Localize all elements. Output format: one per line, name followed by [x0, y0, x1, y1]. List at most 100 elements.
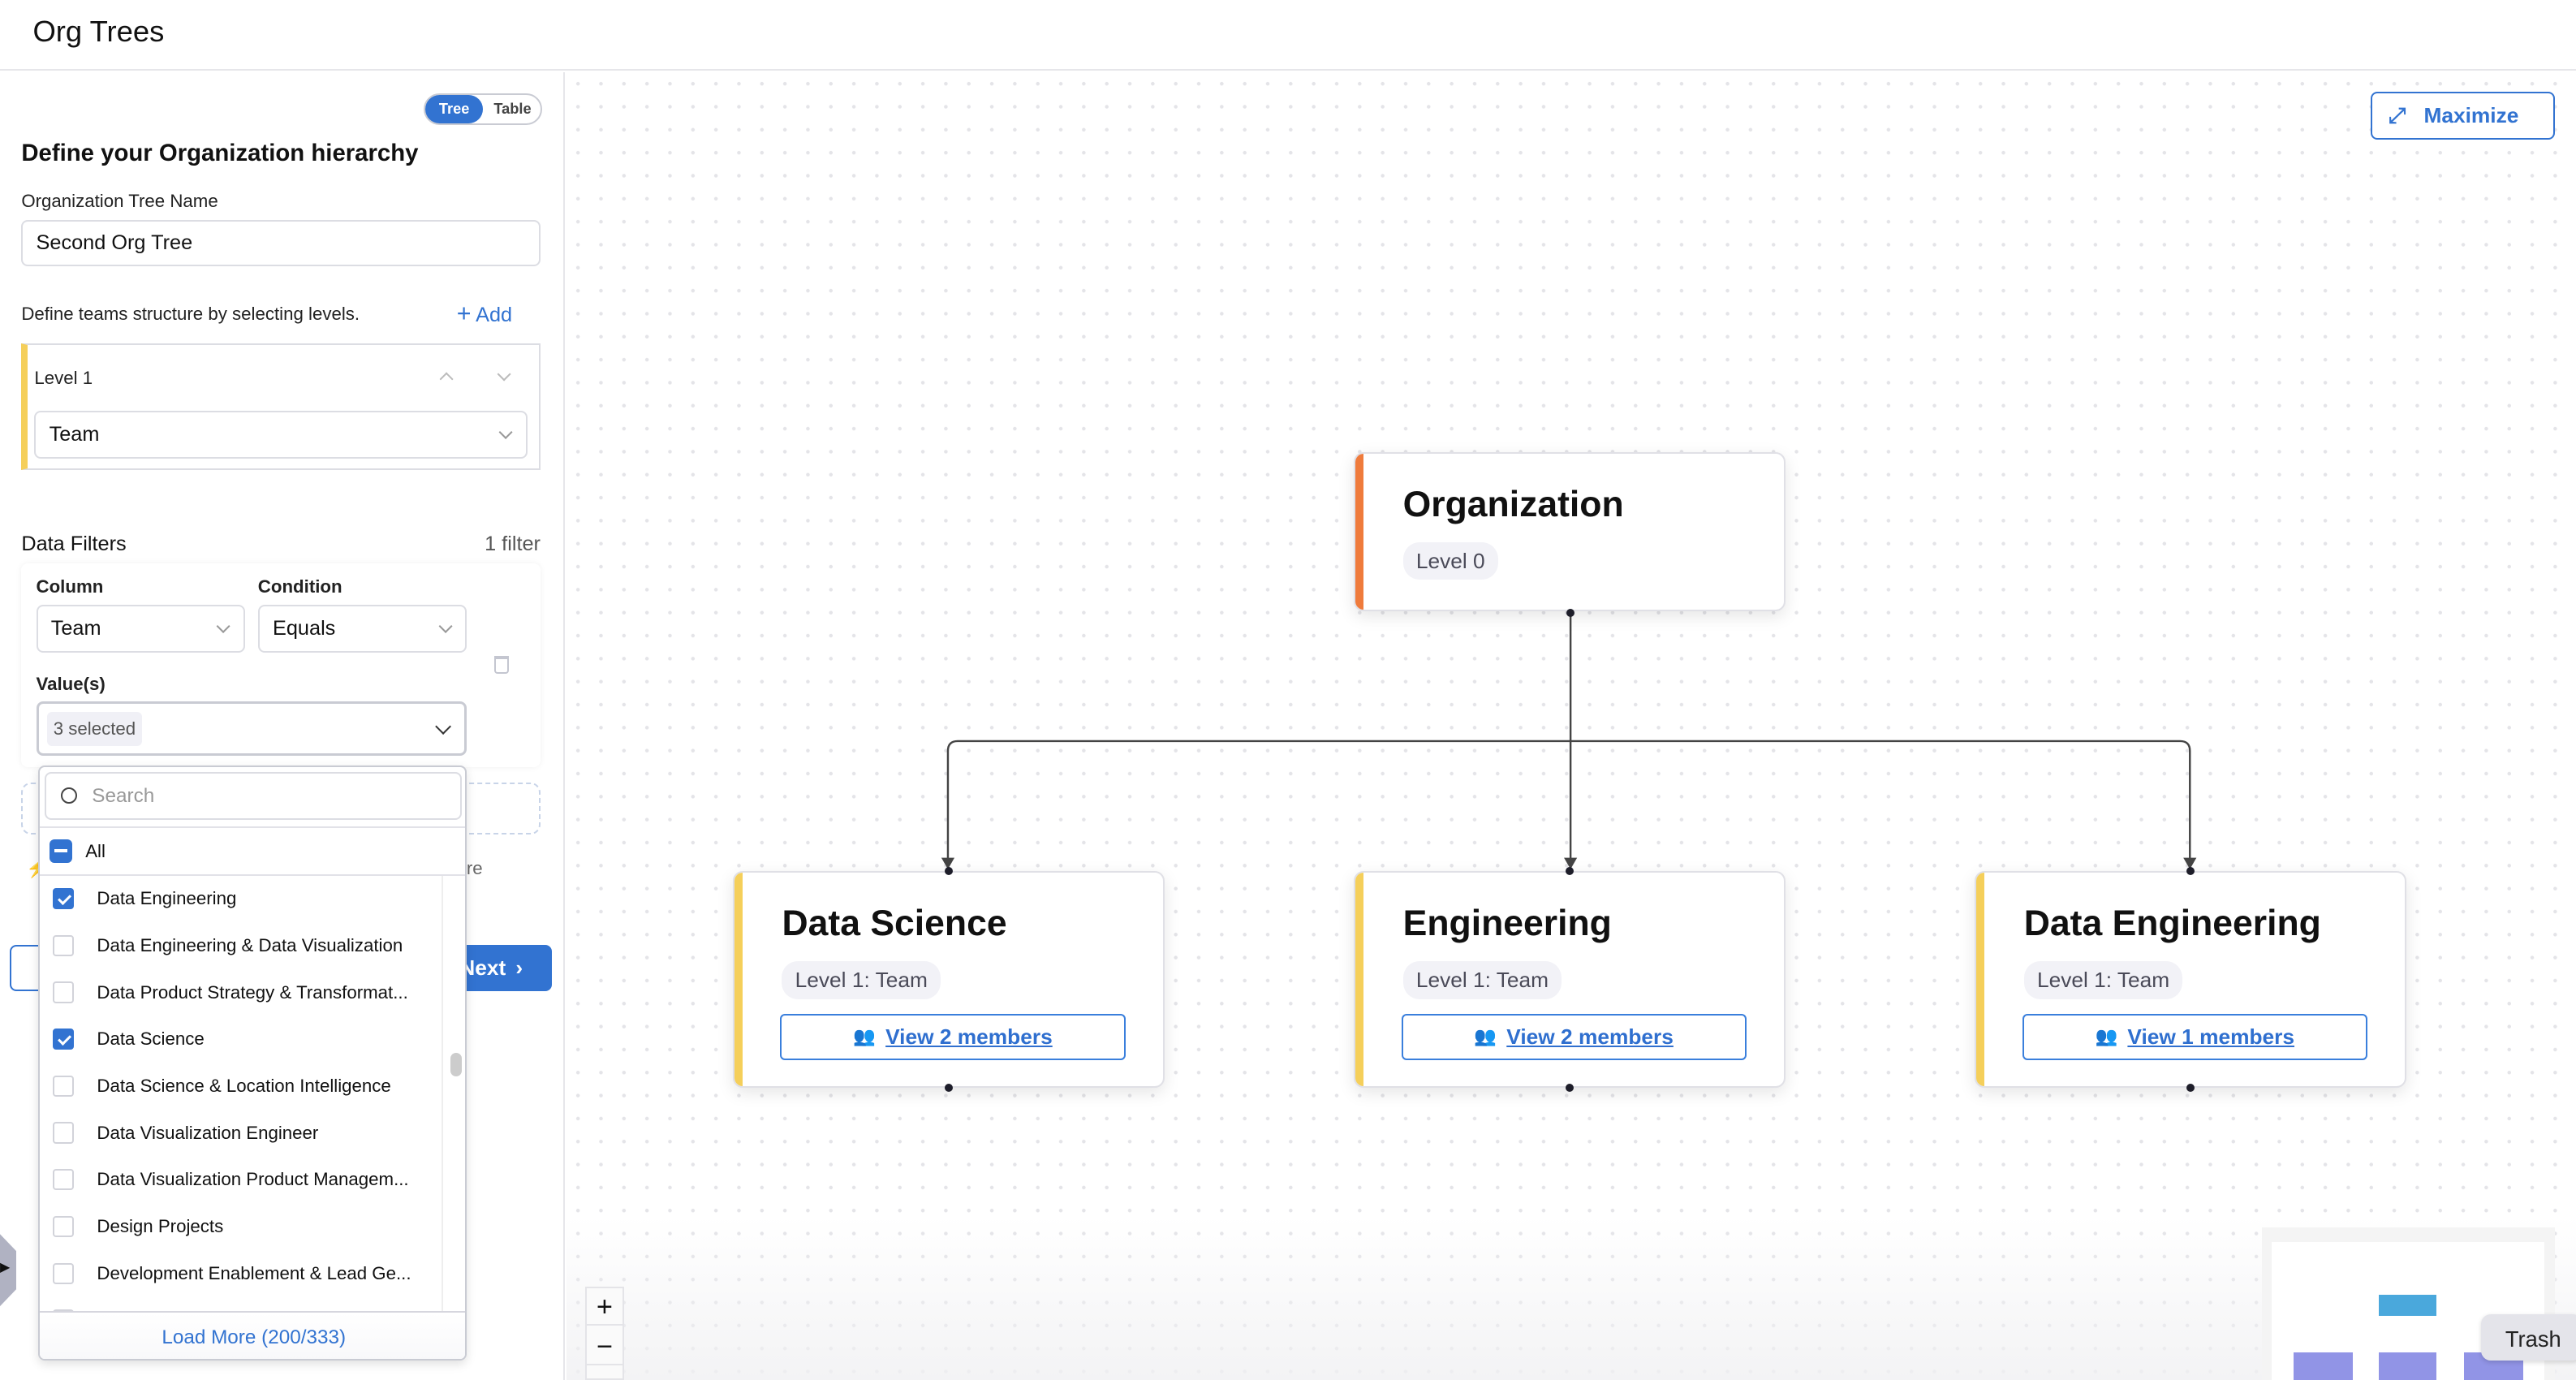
add-label: Add: [476, 304, 513, 327]
load-more-button[interactable]: Load More (200/333): [39, 1311, 465, 1360]
node-title: Data Science: [782, 903, 1007, 944]
arrow-icon: [941, 857, 955, 869]
data-filters-title: Data Filters: [21, 532, 127, 555]
column-value: Team: [50, 616, 101, 640]
node-title: Organization: [1402, 485, 1624, 525]
collapse-handle[interactable]: ▶: [0, 1232, 17, 1309]
option-item[interactable]: Data Product Strategy & Transformat...: [40, 969, 442, 1016]
node-title: Engineering: [1402, 903, 1612, 944]
indeterminate-checkbox[interactable]: [49, 839, 73, 863]
option-label: Data Engineering & Data Visualization: [97, 934, 403, 955]
minimap[interactable]: [2262, 1227, 2555, 1380]
column-select[interactable]: Team: [36, 604, 245, 653]
checkbox[interactable]: [52, 1169, 75, 1191]
filter-count: 1 filter: [485, 532, 541, 555]
option-label: Data Engineering: [97, 888, 237, 909]
level-badge: Level 0: [1402, 541, 1498, 580]
toggle-tree[interactable]: Tree: [425, 95, 484, 123]
option-item[interactable]: Data Visualization Engineer: [40, 1110, 442, 1156]
option-item[interactable]: Data Engineering & Data Visualization: [40, 923, 442, 969]
tree-name-label: Organization Tree Name: [21, 190, 218, 211]
checkbox[interactable]: [52, 1075, 75, 1098]
plus-icon: +: [456, 300, 472, 328]
checkbox[interactable]: [52, 981, 75, 1003]
option-item-partial[interactable]: [40, 1297, 442, 1312]
add-level-button[interactable]: + Add: [457, 300, 512, 328]
checkbox[interactable]: [52, 888, 75, 910]
arrow-icon: [1564, 857, 1578, 869]
level-card: Level 1 Team: [21, 343, 541, 470]
trash-icon[interactable]: [494, 655, 510, 674]
level-select[interactable]: Team: [34, 411, 528, 459]
all-label: All: [85, 841, 106, 862]
column-label: Column: [36, 576, 104, 597]
arrow-icon: [2183, 857, 2197, 869]
levels-hint: Define teams structure by selecting leve…: [21, 304, 360, 325]
checkbox[interactable]: [52, 1122, 75, 1144]
values-multiselect[interactable]: 3 selected: [36, 701, 467, 757]
level-select-value: Team: [49, 422, 100, 446]
checkbox[interactable]: [52, 934, 75, 957]
handle-dot: [2186, 1083, 2195, 1093]
option-item[interactable]: Data Visualization Product Managem...: [40, 1157, 442, 1203]
level-badge: Level 1: Team: [1402, 961, 1562, 999]
option-label: Data Visualization Engineer: [97, 1122, 319, 1143]
zoom-controls: + −: [584, 1286, 625, 1380]
next-label: Next: [459, 955, 506, 980]
node-organization[interactable]: Organization Level 0: [1353, 451, 1786, 611]
maximize-label: Maximize: [2423, 103, 2519, 128]
zoom-out-button[interactable]: −: [586, 1328, 623, 1366]
checkbox[interactable]: [52, 1262, 75, 1284]
view-members-button[interactable]: 👥View 1 members: [2022, 1013, 2367, 1060]
users-icon: 👥: [853, 1026, 876, 1047]
view-members-button[interactable]: 👥View 2 members: [1401, 1013, 1747, 1060]
maximize-button[interactable]: ⤢Maximize: [2370, 92, 2555, 140]
filter-card: Column Condition Team Equals Value(s) 3 …: [21, 563, 541, 768]
node-accent: [1355, 872, 1364, 1086]
option-item[interactable]: Design Projects: [40, 1204, 442, 1250]
option-label: Design Projects: [97, 1216, 224, 1236]
option-label: Development Enablement & Lead Ge...: [97, 1262, 411, 1283]
tree-name-input[interactable]: Second Org Tree: [21, 220, 541, 266]
hint-text: re: [466, 857, 483, 878]
selected-count-chip: 3 selected: [46, 711, 143, 746]
view-members-label: View 1 members: [2127, 1024, 2295, 1049]
scrollbar-track: [442, 875, 444, 1312]
checkbox[interactable]: [52, 1215, 75, 1238]
level-badge: Level 1: Team: [782, 961, 941, 999]
node-title: Data Engineering: [2023, 903, 2321, 944]
node-accent: [1976, 872, 1985, 1086]
minimap-node: [2379, 1352, 2436, 1380]
view-toggle[interactable]: Tree Table: [424, 93, 542, 125]
option-label: Data Science: [97, 1029, 205, 1050]
scrollbar-thumb[interactable]: [450, 1053, 462, 1076]
option-item[interactable]: Data Science: [40, 1016, 442, 1063]
condition-select[interactable]: Equals: [257, 604, 467, 653]
checkbox[interactable]: [52, 1029, 75, 1050]
tree-name-value: Second Org Tree: [36, 231, 193, 255]
form-heading: Define your Organization hierarchy: [21, 140, 419, 167]
option-item[interactable]: Development Enablement & Lead Ge...: [40, 1250, 442, 1296]
view-members-button[interactable]: 👥View 2 members: [780, 1013, 1126, 1060]
dropdown-search-input[interactable]: Search: [44, 772, 462, 821]
toggle-table[interactable]: Table: [493, 101, 532, 118]
view-members-label: View 2 members: [1506, 1024, 1674, 1049]
condition-value: Equals: [272, 616, 336, 640]
minimap-node: [2293, 1352, 2353, 1380]
handle-dot: [2186, 866, 2195, 875]
option-item[interactable]: Data Science & Location Intelligence: [40, 1063, 442, 1110]
handle-dot: [944, 1083, 954, 1093]
option-label: Data Visualization Product Managem...: [97, 1169, 409, 1190]
option-item[interactable]: Data Engineering: [40, 876, 442, 922]
checkbox[interactable]: [52, 1309, 75, 1312]
handle-dot: [1566, 866, 1574, 875]
select-all-row[interactable]: All: [39, 826, 465, 876]
zoom-in-button[interactable]: +: [586, 1288, 623, 1326]
canvas-fade: [566, 1215, 2576, 1380]
level-label: Level 1: [34, 368, 93, 389]
